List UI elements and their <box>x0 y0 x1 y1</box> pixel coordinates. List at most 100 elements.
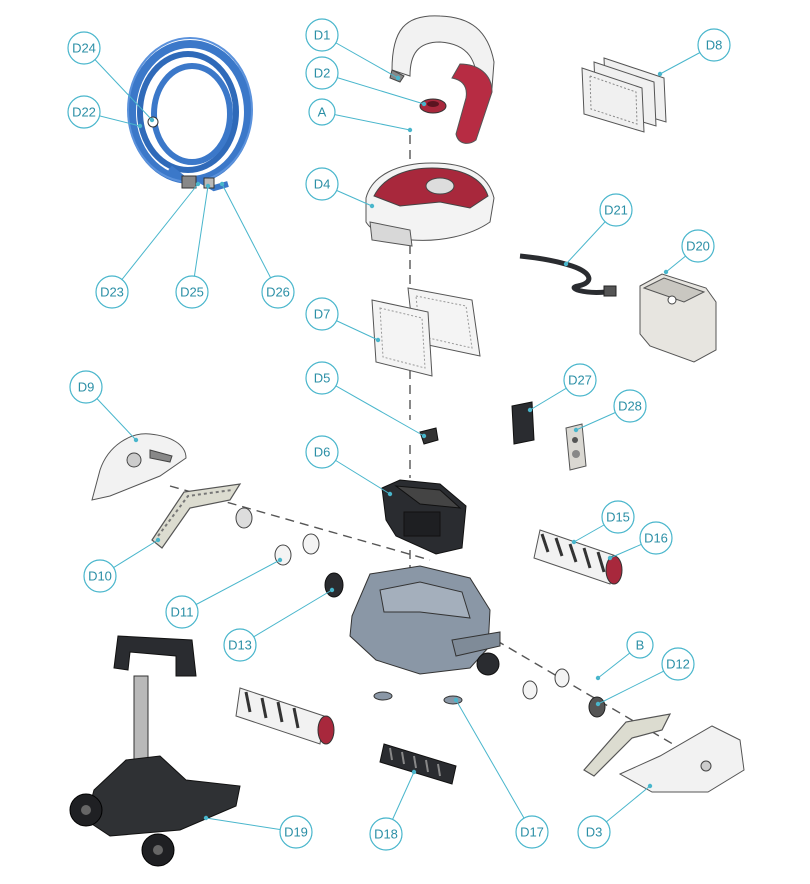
valve-part <box>419 98 447 114</box>
label-text: D3 <box>586 825 603 840</box>
clip-part <box>419 427 439 445</box>
caddy-cart-part <box>69 635 241 867</box>
motor-unit-part <box>381 479 467 555</box>
top-cover-part <box>365 162 495 247</box>
wheel-bearings-right-part <box>522 668 606 718</box>
leader-line <box>191 185 209 293</box>
brush-right-part <box>533 529 623 585</box>
wheel-bearings-left-part <box>235 507 344 598</box>
leader-dot <box>657 71 663 77</box>
label-text: D8 <box>706 38 723 53</box>
callout-d5: D5 <box>305 361 427 439</box>
leader-dot <box>453 697 459 703</box>
label-bubble <box>305 56 339 90</box>
label-bubble <box>83 559 117 593</box>
leader-dot <box>395 75 401 81</box>
label-text: D16 <box>644 531 668 546</box>
top-handle-part <box>389 15 495 144</box>
callout-d19: D19 <box>203 815 313 849</box>
label-text: A <box>318 105 327 120</box>
leader-line <box>111 183 199 293</box>
leader-dot <box>595 675 601 681</box>
callout-d11: D11 <box>165 557 283 629</box>
label-text: D21 <box>604 203 628 218</box>
label-text: D4 <box>314 177 331 192</box>
leader-dot <box>277 557 283 563</box>
side-panel-right-part <box>618 725 745 793</box>
label-text: D26 <box>266 285 290 300</box>
label-bubble <box>697 28 731 62</box>
label-text: B <box>636 638 645 653</box>
label-bubble <box>515 815 549 849</box>
label-bubble <box>563 363 597 397</box>
remote-control-part <box>565 423 587 471</box>
leader-dot <box>663 269 669 275</box>
label-text: D10 <box>88 569 112 584</box>
leader-line <box>221 183 279 293</box>
leader-dot <box>421 433 427 439</box>
label-text: D6 <box>314 445 331 460</box>
leader-dot <box>595 701 601 707</box>
leader-dot <box>155 537 161 543</box>
side-panel-left-part <box>91 433 187 501</box>
label-bubble <box>223 628 257 662</box>
label-text: D12 <box>666 657 690 672</box>
label-text: D13 <box>228 638 252 653</box>
callout-d15: D15 <box>571 500 635 545</box>
label-text: D24 <box>72 41 96 56</box>
callout-d17: D17 <box>453 697 549 849</box>
callout-b: B <box>595 631 654 681</box>
label-bubble <box>626 631 654 659</box>
leader-dot <box>571 539 577 545</box>
label-bubble <box>67 95 101 129</box>
front-brush-part <box>379 743 457 785</box>
leader-dot <box>133 437 139 443</box>
callout-d2: D2 <box>305 56 427 107</box>
label-bubble <box>95 275 129 309</box>
leader-line <box>321 72 425 105</box>
leader-dot <box>369 203 375 209</box>
label-text: D23 <box>100 285 124 300</box>
track-left-part <box>151 483 242 549</box>
label-text: D19 <box>284 825 308 840</box>
callout-d3: D3 <box>577 783 653 849</box>
label-text: D28 <box>618 399 642 414</box>
label-text: D2 <box>314 66 331 81</box>
label-bubble <box>577 815 611 849</box>
leader-dot <box>407 127 413 133</box>
brush-left-part <box>235 687 335 745</box>
label-text: D9 <box>78 380 95 395</box>
callout-d16: D16 <box>607 521 673 561</box>
leader-dot <box>149 117 155 123</box>
power-supply-holder-part <box>511 401 535 445</box>
label-bubble <box>261 275 295 309</box>
label-text: D27 <box>568 373 592 388</box>
floating-cable-part <box>127 37 253 192</box>
callout-a: A <box>308 98 413 133</box>
label-text: D25 <box>180 285 204 300</box>
callout-d26: D26 <box>219 181 295 309</box>
leader-line <box>321 377 425 437</box>
leader-dot <box>563 261 569 267</box>
label-bubble <box>639 521 673 555</box>
leader-dot <box>647 783 653 789</box>
label-text: D15 <box>606 510 630 525</box>
leader-line <box>321 111 411 131</box>
leader-line <box>239 589 333 646</box>
label-bubble <box>308 98 336 126</box>
callout-d13: D13 <box>223 587 335 662</box>
callout-d7: D7 <box>305 297 381 343</box>
label-bubble <box>305 18 339 52</box>
leader-dot <box>137 123 143 129</box>
callout-d4: D4 <box>305 167 375 209</box>
label-bubble <box>599 193 633 227</box>
leader-dot <box>387 491 393 497</box>
leader-dot <box>607 555 613 561</box>
callout-d28: D28 <box>573 389 647 433</box>
label-text: D22 <box>72 105 96 120</box>
callout-d6: D6 <box>305 435 393 497</box>
label-bubble <box>613 389 647 423</box>
leader-dot <box>421 101 427 107</box>
